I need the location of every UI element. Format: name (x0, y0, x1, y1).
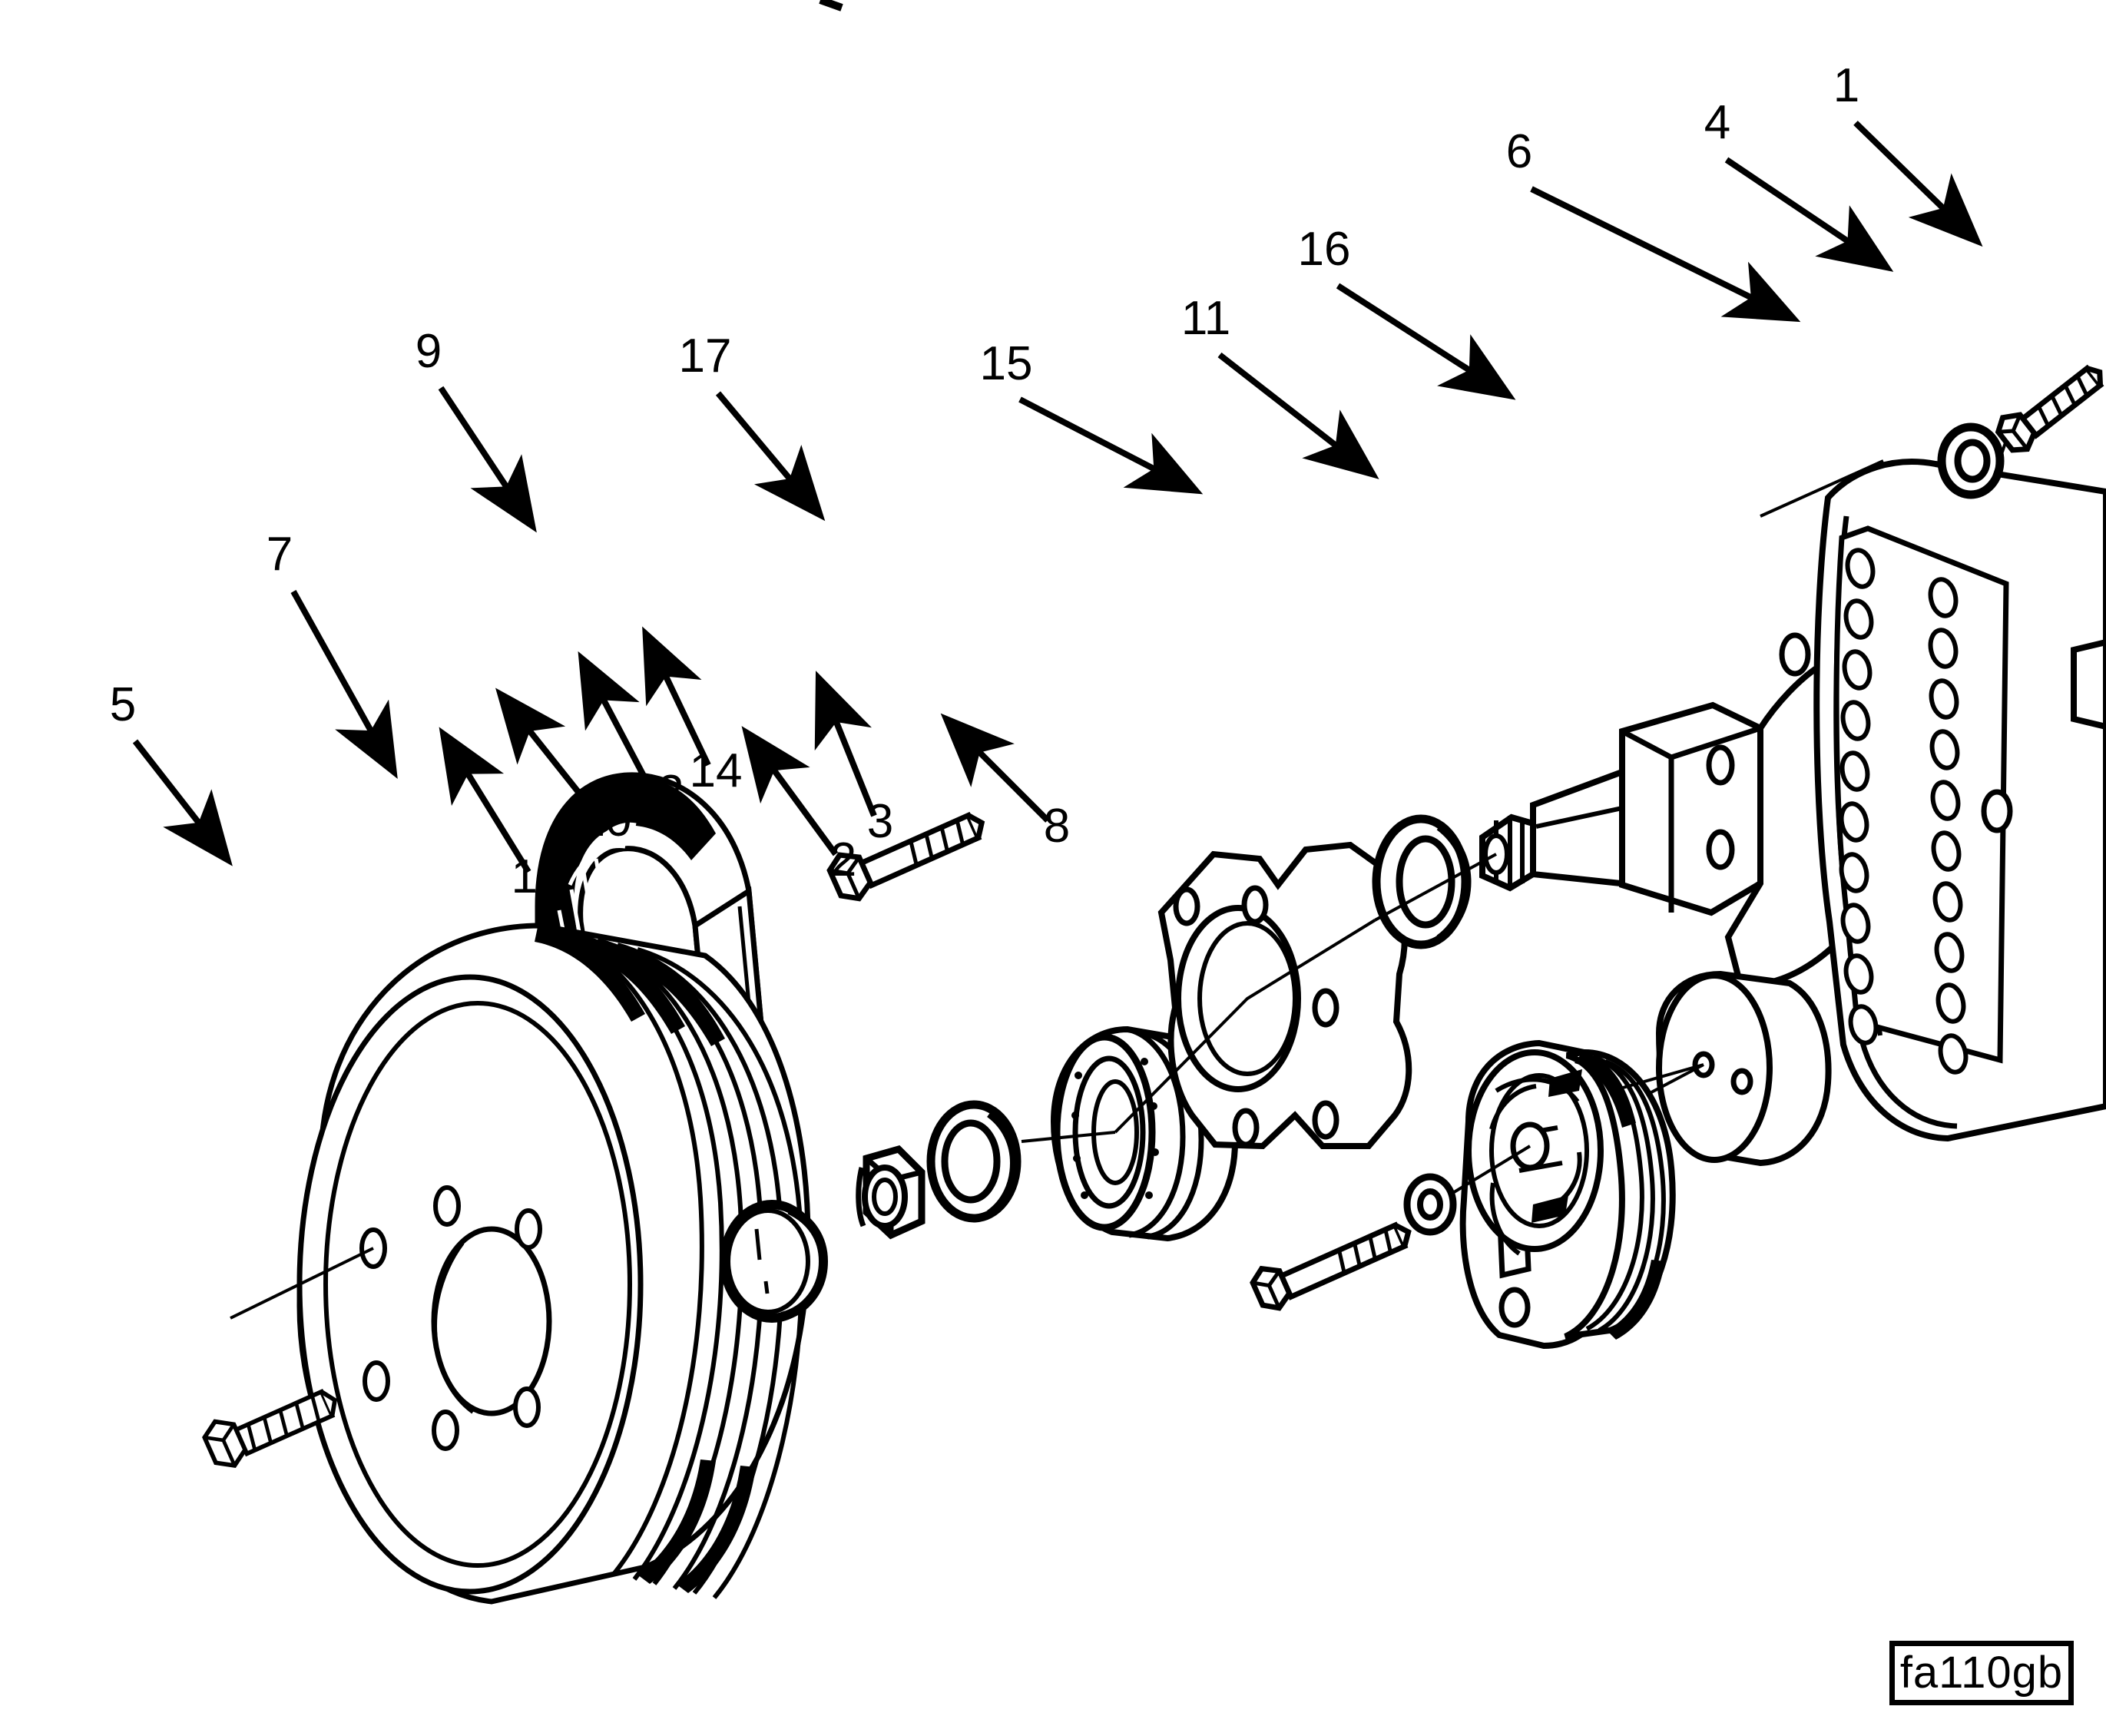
callout-number-8: 8 (1044, 800, 1070, 853)
leader-line-1 (1853, 121, 1983, 247)
hex-bolt-tensioner (1250, 1221, 1412, 1311)
leader-line-17 (715, 391, 826, 522)
leader-line-11 (1217, 352, 1379, 479)
seal-ring (1372, 814, 1472, 949)
leader-line-16 (1336, 283, 1516, 400)
callout-1: 1 (1833, 59, 1983, 247)
leader-line-9 (438, 386, 537, 533)
crank-pulley (230, 923, 811, 1605)
callout-number-10: 10 (579, 793, 632, 846)
callout-number-9: 9 (416, 325, 442, 378)
callout-number-6: 6 (1506, 125, 1532, 178)
leader-line-12 (578, 651, 653, 789)
figure-id-box: fa110gb (1889, 1641, 2074, 1705)
callout-4: 4 (1704, 96, 1894, 272)
callout-number-14: 14 (690, 744, 743, 797)
callout-number-1: 1 (1833, 59, 1859, 112)
bracket-lower-boss (1651, 970, 1832, 1167)
flat-washer-upper (1937, 422, 2005, 499)
callout-number-5: 5 (110, 678, 136, 731)
callout-number-13: 13 (512, 850, 565, 903)
callout-number-7: 7 (267, 528, 293, 581)
leader-line-15 (1018, 396, 1204, 495)
thrust-washer (926, 1100, 1022, 1223)
callout-number-11: 11 (1181, 292, 1230, 345)
callout-10: 10 (495, 687, 632, 846)
callout-15: 15 (980, 337, 1204, 495)
callout-11: 11 (1181, 292, 1379, 479)
callout-2: 2 (741, 726, 856, 886)
figure-id-label: fa110gb (1899, 1648, 2064, 1698)
leader-line-8 (940, 713, 1050, 823)
callout-12: 12 (578, 651, 684, 819)
callout-17: 17 (679, 330, 826, 522)
hex-bolt-upper (1988, 364, 2104, 488)
callout-7: 7 (267, 528, 398, 779)
leader-line-3 (814, 671, 877, 817)
callout-16: 16 (1298, 223, 1516, 400)
leader-line-10 (495, 687, 599, 817)
callout-number-2: 2 (830, 833, 856, 886)
callout-number-3: 3 (867, 795, 893, 848)
leader-line-7 (290, 590, 398, 779)
washer-tensioner (1407, 1177, 1453, 1232)
dust-cap (720, 1200, 829, 1323)
callout-number-16: 16 (1298, 223, 1351, 276)
callout-5: 5 (110, 678, 233, 866)
callout-6: 6 (1506, 125, 1801, 323)
lock-nut (856, 1145, 926, 1240)
leader-line-14 (642, 626, 711, 767)
leader-line-2 (741, 726, 839, 856)
callout-number-12: 12 (631, 766, 684, 819)
callout-number-4: 4 (1704, 96, 1730, 149)
leader-line-5 (132, 739, 233, 866)
top-edge-mark (819, 0, 843, 12)
callout-8: 8 (940, 713, 1070, 853)
callout-14: 14 (642, 626, 743, 797)
mounting-bracket (1724, 459, 2106, 1142)
leader-line-6 (1530, 186, 1801, 323)
callout-13: 13 (439, 727, 565, 903)
leader-line-13 (439, 727, 531, 874)
leader-line-4 (1724, 157, 1894, 272)
callout-number-15: 15 (980, 337, 1033, 390)
belt-tensioner (1442, 1039, 1704, 1350)
hub (1114, 841, 1412, 1150)
callout-9: 9 (416, 325, 537, 533)
callout-3: 3 (814, 671, 893, 848)
callout-number-17: 17 (679, 330, 732, 383)
hex-bolt-belt (826, 811, 985, 902)
spindle-shaft (1374, 701, 1763, 922)
